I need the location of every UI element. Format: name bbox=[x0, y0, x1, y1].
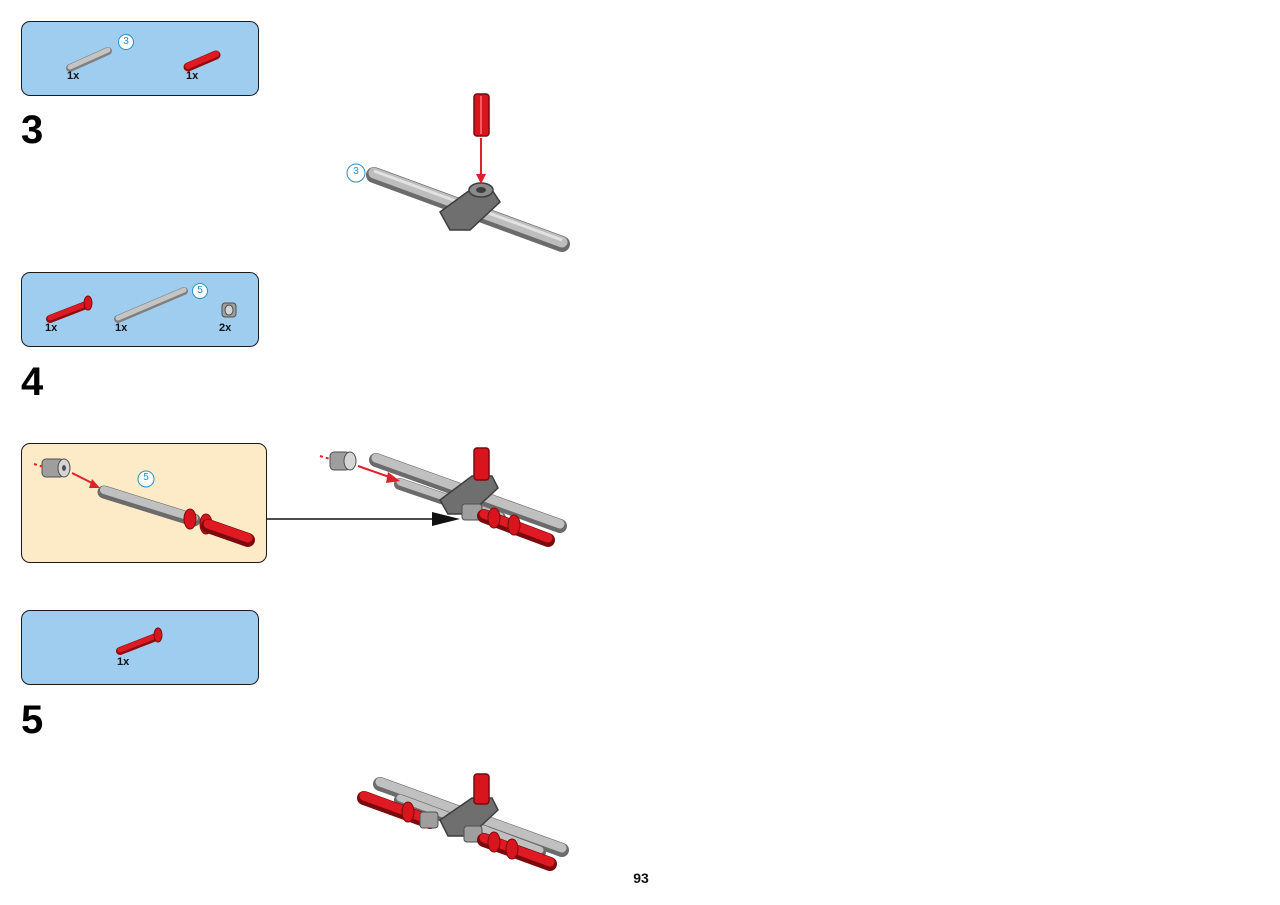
step-4-parts-callout: 5 1x 1x 2x bbox=[21, 272, 259, 347]
red-axle-pin-icon bbox=[46, 295, 93, 323]
step-5-red-connector bbox=[473, 773, 490, 805]
step-4-number: 4 bbox=[21, 360, 44, 404]
subassembly-grey-axle bbox=[97, 485, 201, 527]
step-5-right-red-pins bbox=[463, 825, 557, 871]
step-3-part-1-qty: 1x bbox=[67, 70, 80, 82]
step-3-assembly-length-badge: 3 bbox=[353, 166, 359, 177]
step-5-number: 5 bbox=[21, 698, 44, 742]
step-4-red-pins bbox=[477, 507, 555, 547]
step-3-insert-arrow bbox=[476, 138, 486, 184]
step-5-part-1-qty: 1x bbox=[117, 656, 130, 668]
step-3-liftarm bbox=[439, 182, 501, 231]
step-4-subassembly-length-badge: 5 bbox=[143, 472, 149, 483]
step-4-parts-art bbox=[46, 287, 237, 323]
page-number: 93 bbox=[633, 870, 649, 886]
step-3-parts-art bbox=[66, 47, 221, 72]
step-5-parts-callout: 1x bbox=[21, 610, 259, 685]
step-3-number: 3 bbox=[21, 108, 44, 152]
step-4-red-connector bbox=[473, 447, 490, 481]
grey-axle-icon bbox=[66, 47, 112, 72]
step-4-callout-arrow bbox=[267, 512, 460, 526]
step-3-red-connector bbox=[473, 93, 490, 137]
step-3-parts-callout: 3 1x 1x bbox=[21, 21, 259, 96]
step-4-axle-length-badge: 5 bbox=[192, 283, 208, 299]
red-axle-connector-icon bbox=[183, 50, 221, 72]
subassembly-bush bbox=[41, 458, 71, 478]
step-4-liftarm bbox=[439, 475, 499, 515]
step-4-subassembly-art bbox=[33, 458, 255, 547]
step-5-parts-art bbox=[116, 627, 163, 655]
red-axle-pin-icon bbox=[116, 627, 163, 655]
grey-bush-icon bbox=[221, 302, 237, 318]
step-5-left-red-pins bbox=[357, 791, 439, 829]
step-3-axle-length-badge: 3 bbox=[118, 34, 134, 50]
step-4-part-2-qty: 1x bbox=[115, 322, 128, 334]
step-4-part-3-qty: 2x bbox=[219, 322, 232, 334]
step-4-subassembly-callout: 5 bbox=[21, 443, 267, 563]
step-3-part-2-qty: 1x bbox=[186, 70, 199, 82]
step-4-part-1-qty: 1x bbox=[45, 322, 58, 334]
step-4-separate-bush bbox=[319, 451, 400, 483]
step-5-liftarm bbox=[439, 797, 499, 837]
subassembly-red-pin bbox=[183, 508, 255, 547]
long-grey-axle-icon bbox=[114, 287, 188, 323]
subassembly-slide-arrow bbox=[33, 463, 100, 488]
